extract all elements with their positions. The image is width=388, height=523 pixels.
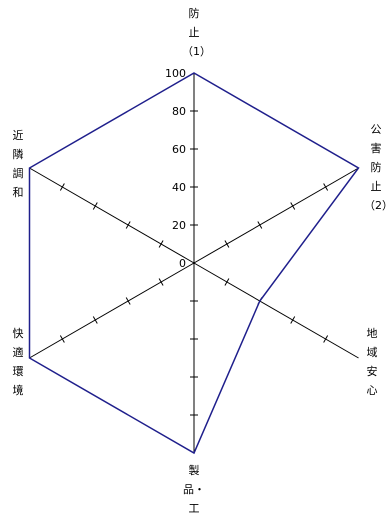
axis-label-4-part-2: 環 [12, 365, 24, 378]
axis-label-4: 快適環境 [6, 324, 30, 400]
axis-label-1-part-3: 止 [370, 180, 382, 193]
axis-label-3-part-0: 製 [188, 464, 200, 477]
axis-label-3-part-1: 品・ [183, 483, 205, 496]
tick-label-100: 100 [165, 67, 186, 80]
axis-tick-4-4 [59, 335, 65, 343]
axis-label-1-part-4: （2） [364, 199, 388, 212]
axis-tick-2-4 [323, 335, 329, 343]
axis-spoke-1 [193, 167, 359, 264]
axis-label-2-part-1: 域 [366, 346, 378, 359]
axis-label-4-part-1: 適 [12, 346, 24, 359]
radar-series [28, 72, 360, 455]
tick-label-20: 20 [172, 219, 186, 232]
axis-label-5-part-1: 隣 [12, 148, 24, 161]
axis-spoke-5 [29, 167, 195, 264]
axis-label-5-part-3: 和 [12, 186, 24, 199]
axis-label-5-part-2: 調 [12, 167, 24, 180]
axis-tick-2-1 [224, 278, 230, 286]
tick-label-0: 0 [179, 257, 186, 270]
axis-spoke-2 [193, 262, 359, 359]
axis-tick-2-3 [290, 316, 296, 324]
axis-tick-5-3 [92, 202, 98, 210]
tick-label-80: 80 [172, 105, 186, 118]
axis-label-1-part-2: 防 [370, 161, 382, 174]
axis-tick-5-4 [59, 183, 65, 191]
axis-tick-4-2 [125, 297, 131, 305]
tick-label-60: 60 [172, 143, 186, 156]
axis-label-0-part-0: 防 [188, 7, 200, 20]
axis-tick-1-3 [290, 202, 296, 210]
axis-label-3: 製品・工 [182, 461, 206, 518]
axis-label-4-part-0: 快 [12, 327, 24, 340]
axis-label-2: 地域安心 [360, 324, 384, 400]
axis-label-0-part-2: （1） [182, 45, 211, 58]
axis-label-2-part-2: 安 [366, 365, 378, 378]
axis-label-5: 近隣調和 [6, 126, 30, 202]
axis-label-0: 防止 （1） [182, 4, 211, 61]
axis-tick-5-1 [158, 240, 164, 248]
axis-tick-5-2 [125, 221, 131, 229]
axis-label-1-part-0: 公 [370, 123, 382, 136]
axis-label-1-part-1: 害 [370, 142, 382, 155]
axis-tick-1-2 [257, 221, 263, 229]
axis-tick-1-4 [323, 183, 329, 191]
axis-label-2-part-3: 心 [366, 384, 378, 397]
axis-label-2-part-0: 地 [366, 327, 378, 340]
axis-label-3-part-2: 工 [188, 502, 200, 515]
radar-axes [29, 73, 359, 453]
axis-tick-4-3 [92, 316, 98, 324]
radar-ticks: 0 20 40 60 80 100 [165, 67, 186, 270]
axis-label-4-part-3: 境 [12, 384, 24, 397]
axis-label-5-part-0: 近 [12, 129, 24, 142]
tick-label-40: 40 [172, 181, 186, 194]
axis-tick-1-1 [224, 240, 230, 248]
axis-spoke-4 [29, 262, 195, 359]
axis-label-0-part-1: 止 [188, 26, 200, 39]
axis-tick-4-1 [158, 278, 164, 286]
